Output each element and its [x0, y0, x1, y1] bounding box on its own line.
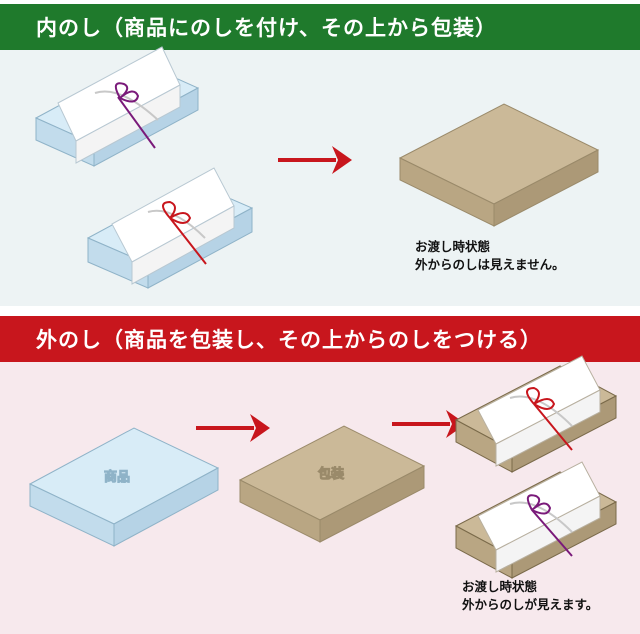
- outer-noshi-box-1: [454, 355, 618, 473]
- bottom-caption-line2: 外からのしが見えます。: [462, 597, 599, 612]
- wrapped-label: 包装: [318, 466, 344, 482]
- wrapped-box-top: [398, 103, 600, 227]
- top-section-title: 内のし（商品にのしを付け、その上から包装）: [36, 16, 497, 40]
- bottom-section-title: 外のし（商品を包装し、その上からのしをつける）: [36, 328, 542, 352]
- wrapped-box: 包装: [238, 425, 426, 543]
- bottom-section-banner: 外のし（商品を包装し、その上からのしをつける）: [0, 316, 640, 362]
- bottom-caption: お渡し時状態 外からのしが見えます。: [462, 578, 598, 614]
- top-caption-line1: お渡し時状態: [415, 239, 491, 254]
- inner-noshi-box-1: [34, 46, 200, 167]
- noshi-ribbon-4: [509, 494, 573, 557]
- top-caption: お渡し時状態 外からのしは見えません。: [415, 238, 565, 274]
- bottom-caption-line1: お渡し時状態: [462, 579, 538, 594]
- arrow-bottom-1: [196, 414, 270, 442]
- noshi-ribbon-3: [509, 386, 573, 451]
- arrow-bottom-2: [392, 410, 466, 438]
- noshi-ribbon-1: [94, 82, 159, 149]
- outer-noshi-box-2: [454, 461, 618, 579]
- noshi-ribbon-2: [147, 200, 207, 265]
- inner-noshi-box-2: [86, 167, 254, 289]
- top-section-banner: 内のし（商品にのしを付け、その上から包装）: [0, 4, 640, 50]
- product-label: 商品: [104, 469, 130, 485]
- top-caption-line2: 外からのしは見えません。: [415, 257, 565, 272]
- product-box: 商品: [28, 427, 220, 547]
- arrow-top: [278, 146, 352, 174]
